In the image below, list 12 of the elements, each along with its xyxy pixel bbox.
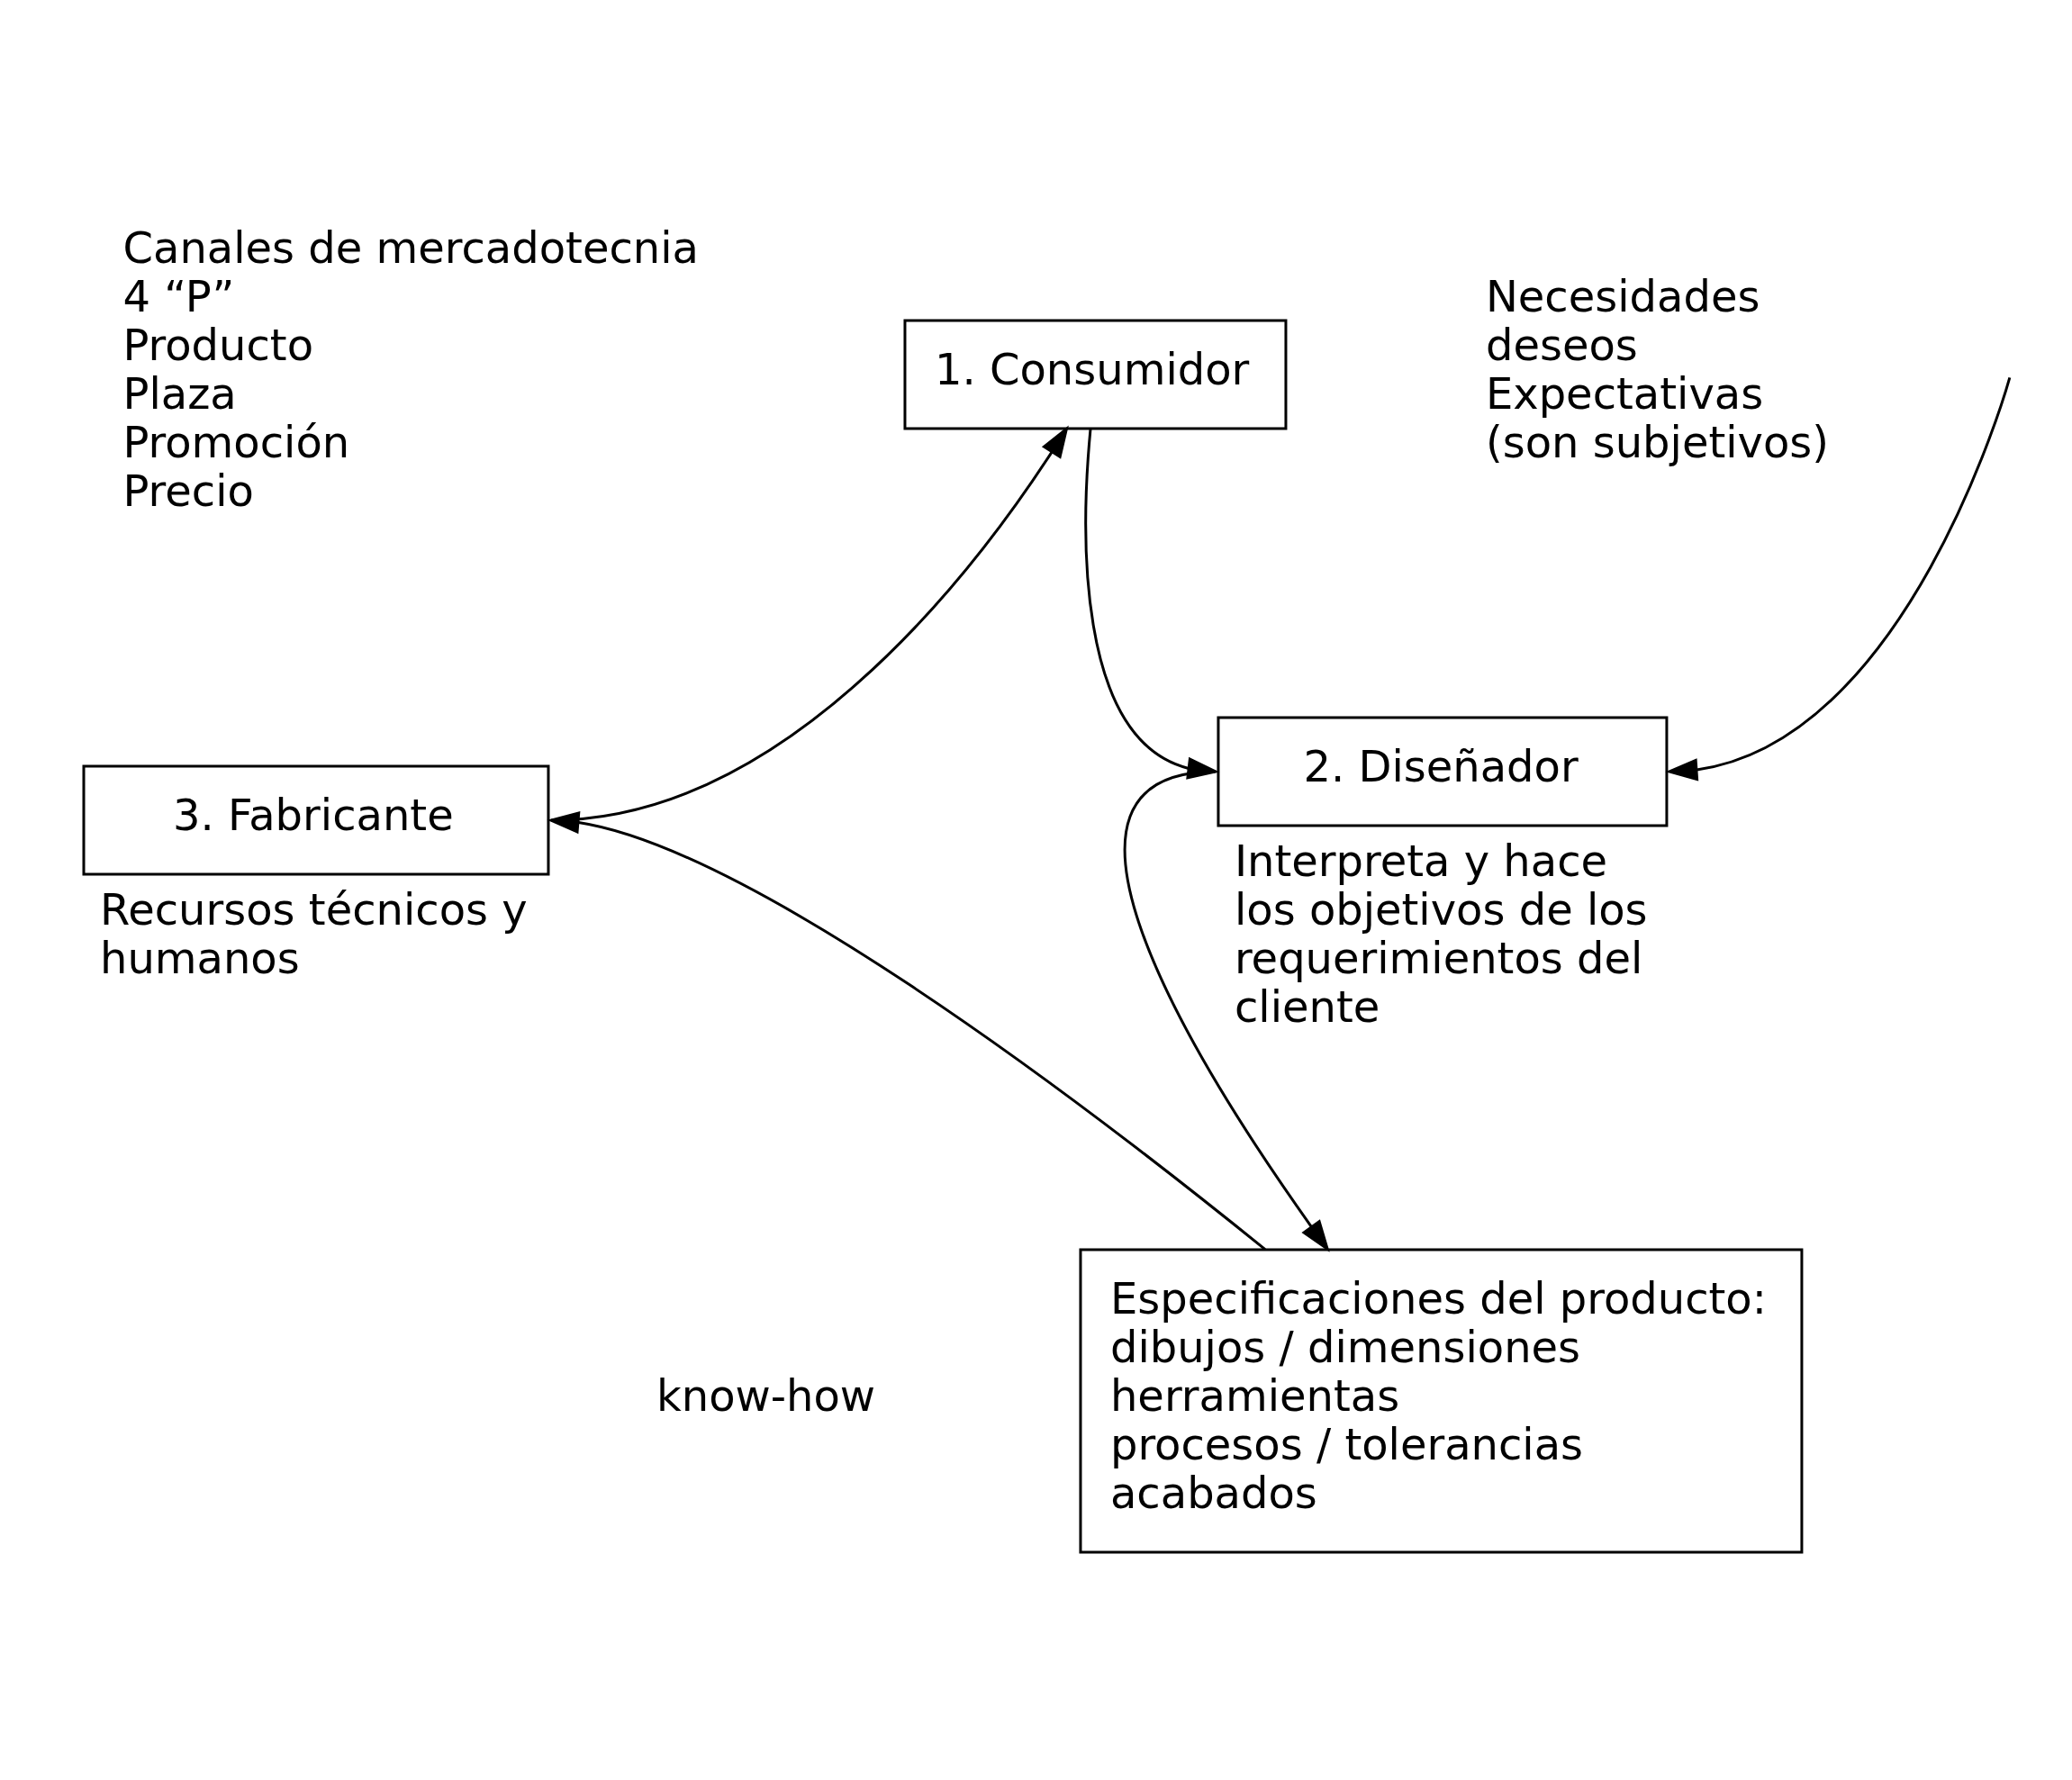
label: deseos (1485, 319, 1638, 370)
label: Promoción (122, 416, 349, 467)
label: Producto (122, 319, 313, 370)
label: Precio (122, 465, 254, 516)
label: Necesidades (1485, 270, 1760, 321)
label: Plaza (122, 367, 237, 419)
label: 4 “P” (122, 270, 234, 321)
label: Canales de mercadotecnia (122, 221, 699, 273)
label: Expectativas (1485, 367, 1763, 419)
label: know-how (656, 1369, 875, 1421)
node-label: Interpreta y hace los objetivos de los requerimientos del cliente (1234, 835, 1648, 1032)
node-label: Recursos técnicos y humanos (99, 883, 528, 983)
